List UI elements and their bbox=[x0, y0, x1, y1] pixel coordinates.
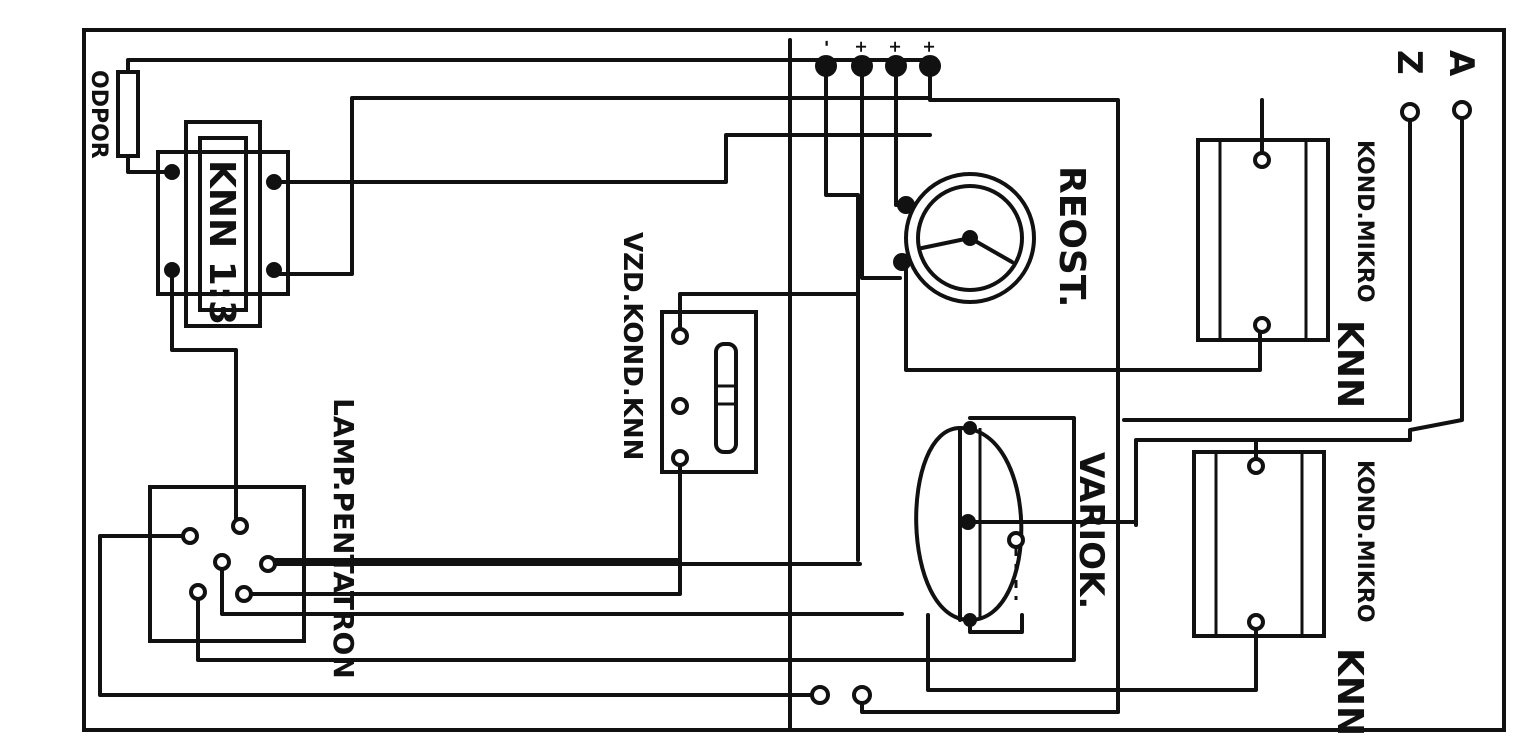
resistor-odpor bbox=[116, 58, 932, 174]
label-capacitor-top-kind: KOND.MIKRO bbox=[1352, 140, 1377, 303]
capacitor-bottom bbox=[1192, 450, 1326, 638]
label-battery-3: + bbox=[886, 40, 905, 53]
label-battery-4: + bbox=[920, 40, 939, 53]
label-terminal-a: A bbox=[1441, 50, 1481, 77]
label-battery-1: - bbox=[818, 40, 837, 47]
label-capacitor-top-maker: KNN bbox=[1329, 320, 1370, 408]
label-odpor: ODPOR bbox=[86, 70, 111, 159]
capacitor-top bbox=[1196, 138, 1330, 342]
label-capacitor-bottom-kind: KOND.MIKRO bbox=[1352, 460, 1377, 623]
label-terminal-z: Z bbox=[1389, 50, 1429, 75]
board-frame bbox=[82, 28, 1506, 732]
rheostat bbox=[893, 172, 1036, 304]
label-air-capacitor: VZD.KOND.KNN bbox=[617, 232, 647, 460]
terminal-z bbox=[1400, 102, 1420, 122]
antenna-ground-terminals bbox=[1400, 100, 1472, 122]
label-battery-2: + bbox=[852, 40, 871, 53]
label-tube-socket: LAMP.PENTATRON bbox=[327, 398, 360, 679]
label-variometer: VARIOK. bbox=[1071, 452, 1111, 609]
label-rheostat: REOST. bbox=[1051, 166, 1092, 308]
terminal-a bbox=[1452, 100, 1472, 120]
label-capacitor-bottom-maker: KNN bbox=[1329, 648, 1370, 736]
label-transformer: KNN 1:3 bbox=[201, 160, 242, 325]
output-terminal-1 bbox=[810, 685, 830, 705]
output-terminal-2 bbox=[852, 685, 872, 705]
air-capacitor bbox=[660, 310, 758, 474]
